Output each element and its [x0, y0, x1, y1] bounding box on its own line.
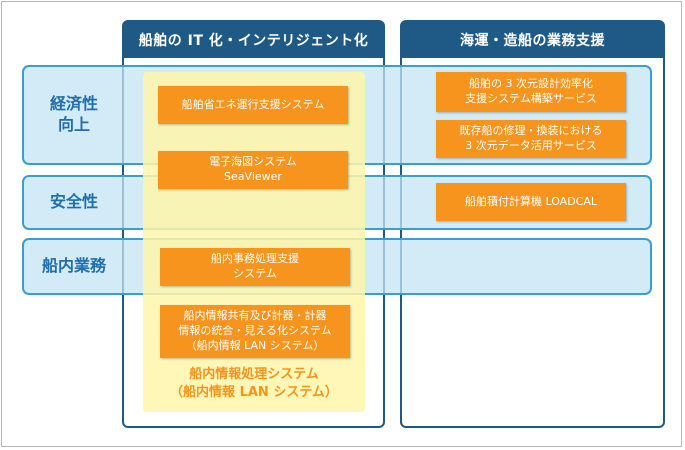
box-electronic-chart-seaviewer: 電子海図システム SeaViewer [158, 151, 348, 189]
box-3d-design-service: 船舶の 3 次元設計効率化 支援システム構築サービス [436, 72, 626, 112]
box-energy-saving-system: 船舶省エネ運行支援システム [158, 86, 348, 124]
column-title-it: 船舶の IT 化・インテリジェント化 [124, 22, 383, 58]
row-label-onboard: 船内業務 [41, 256, 106, 276]
box-onboard-info-lan: 船内情報共有及び計器・計器 情報の統合・見える化システム （船内情報 LAN シ… [160, 305, 350, 358]
onboard-info-system-label: 船内情報処理システム （船内情報 LAN システム） [170, 367, 338, 401]
box-office-support-system: 船内事務処理支援 システム [160, 248, 350, 286]
row-label-economy: 経済性 向上 [49, 94, 98, 134]
box-3d-repair-service: 既存船の修理・換装における 3 次元データ活用サービス [436, 120, 626, 158]
box-loadcal: 船舶積付計算機 LOADCAL [436, 183, 626, 221]
row-label-safety: 安全性 [49, 192, 98, 212]
column-title-business: 海運・造船の業務支援 [402, 22, 663, 58]
